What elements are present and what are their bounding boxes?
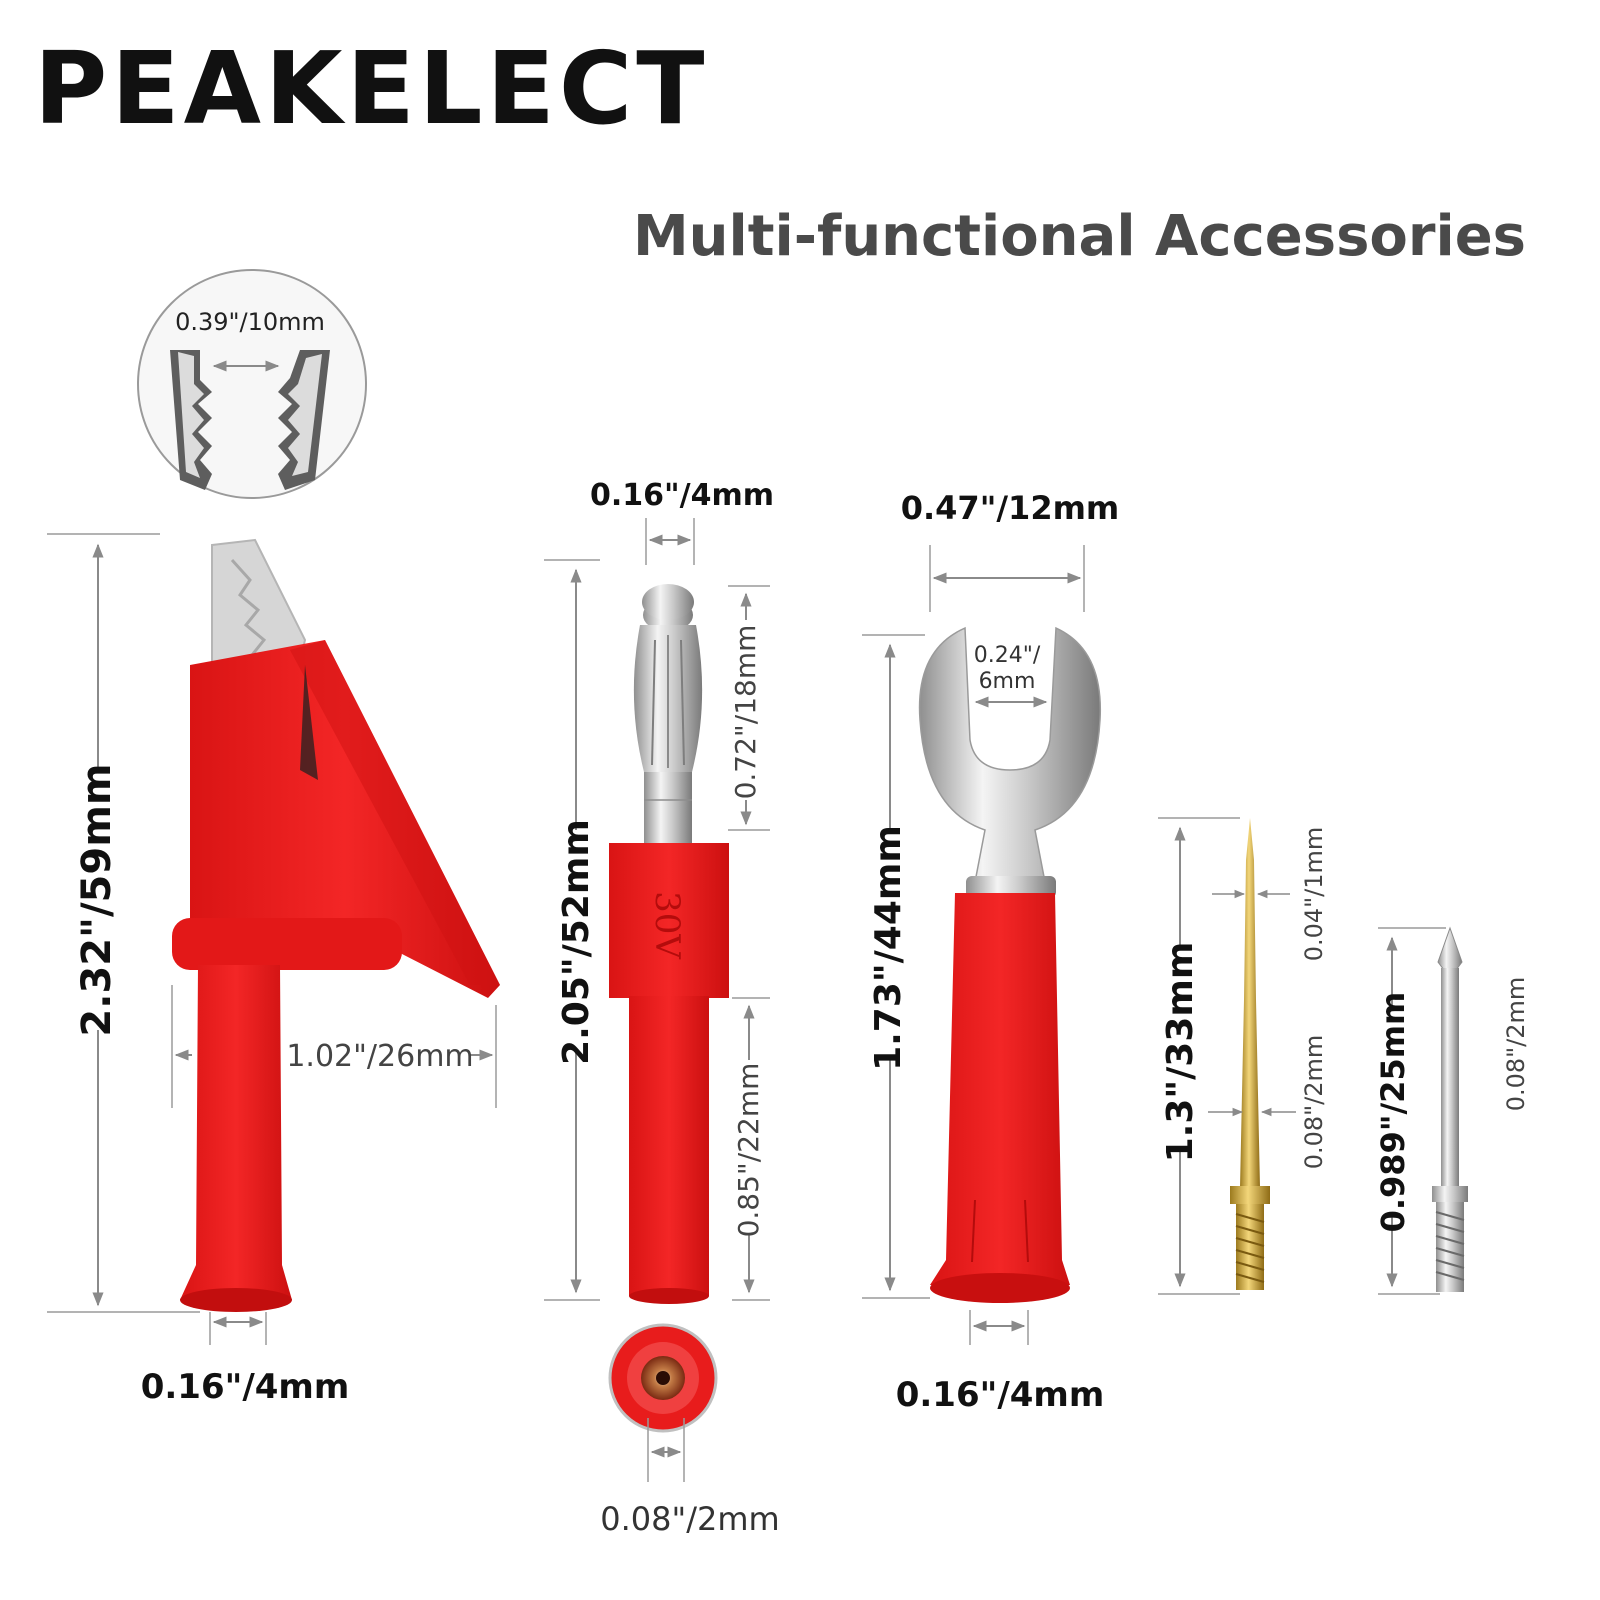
voltage-mark: 30V bbox=[647, 891, 687, 960]
spade-height-label: 1.73"/44mm bbox=[868, 825, 909, 1071]
plug-body-length-label: 0.85"/22mm bbox=[732, 1063, 765, 1238]
clip-width-label: 1.02"/26mm bbox=[286, 1039, 473, 1074]
plug-tip-diameter-label: 0.16"/4mm bbox=[590, 478, 774, 513]
silver-pin-length-label: 0.989"/25mm bbox=[1374, 992, 1412, 1233]
spade-socket-label: 0.16"/4mm bbox=[896, 1375, 1105, 1415]
plug-height-label: 2.05"/52mm bbox=[556, 819, 597, 1065]
spade-width-label: 0.47"/12mm bbox=[901, 489, 1120, 527]
banana-plug: 0.16"/4mm 30V 2.05"/52mm 0.72"/18mm bbox=[544, 478, 780, 1538]
gold-pin-shaft-label: 0.08"/2mm bbox=[1300, 1035, 1328, 1170]
gold-pin-tip-label: 0.04"/1mm bbox=[1300, 827, 1328, 962]
spade-lug: 0.47"/12mm 0.24"/ 6mm 1.73"/44mm 0.16"/4… bbox=[862, 489, 1119, 1415]
gold-pin-length-label: 1.3"/33mm bbox=[1160, 942, 1201, 1163]
tagline: Multi-functional Accessories bbox=[633, 204, 1526, 269]
jaw-gap-label: 0.39"/10mm bbox=[175, 308, 325, 336]
silver-pin: 0.989"/25mm 0.08"/2mm bbox=[1374, 926, 1530, 1295]
alligator-clip: 0.39"/10mm 2.32"/59mm 1.02"/26mm 0.16"/4… bbox=[47, 269, 500, 1407]
brand-logo: PEAKELECT bbox=[34, 30, 708, 147]
silver-pin-shaft-label: 0.08"/2mm bbox=[1502, 977, 1530, 1112]
clip-socket-label: 0.16"/4mm bbox=[141, 1367, 350, 1407]
clip-height-label: 2.32"/59mm bbox=[74, 763, 120, 1036]
plug-hole-label: 0.08"/2mm bbox=[600, 1500, 779, 1538]
jaw-zoom-circle: 0.39"/10mm bbox=[137, 269, 367, 499]
plug-bottom-view bbox=[608, 1323, 718, 1433]
spade-slot-label-2: 6mm bbox=[979, 669, 1036, 694]
plug-tip-length-label: 0.72"/18mm bbox=[729, 625, 762, 800]
gold-pin: 1.3"/33mm 0.04"/1mm 0.08"/2mm bbox=[1158, 817, 1328, 1295]
spade-slot-label-1: 0.24"/ bbox=[974, 643, 1041, 668]
